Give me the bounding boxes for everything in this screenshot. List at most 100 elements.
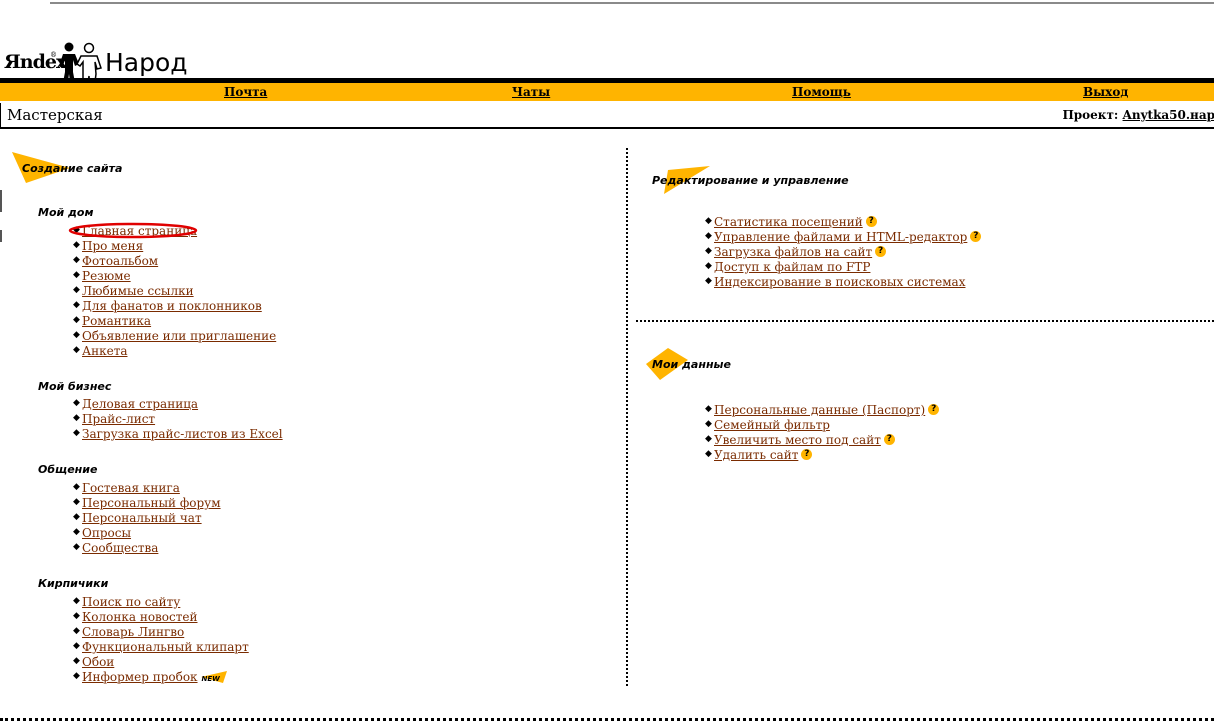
bullet-icon: ◆ [705, 261, 712, 271]
section-divider [636, 320, 1214, 322]
link-site-search[interactable]: Поиск по сайту [82, 595, 181, 609]
list-item: ◆Колонка новостей [73, 610, 249, 625]
list-item: ◆Фотоальбом [73, 254, 276, 269]
help-icon[interactable]: ? [801, 449, 813, 460]
link-main-page[interactable]: Главная страница [82, 224, 198, 238]
link-traffic-informer[interactable]: Информер пробок [82, 670, 198, 684]
header-black-band [0, 78, 1214, 83]
list-item: ◆Индексирование в поисковых системах [705, 275, 981, 290]
link-delete-site[interactable]: Удалить сайт [714, 448, 799, 462]
link-resume[interactable]: Резюме [82, 269, 131, 283]
link-excel-upload[interactable]: Загрузка прайс-листов из Excel [82, 427, 283, 441]
bullet-icon: ◆ [73, 270, 80, 280]
link-questionnaire[interactable]: Анкета [82, 344, 128, 358]
link-clipart[interactable]: Функциональный клипарт [82, 640, 249, 654]
bullet-icon: ◆ [705, 449, 712, 459]
yandex-wordmark: Яndex [4, 51, 67, 73]
page-title: Мастерская [7, 106, 103, 124]
project-info: Проект: Anytka50.нар [1062, 108, 1214, 122]
bullet-icon: ◆ [73, 527, 80, 537]
bullet-icon: ◆ [73, 285, 80, 295]
link-business-page[interactable]: Деловая страница [82, 397, 199, 411]
project-label: Проект: [1062, 108, 1119, 122]
bullet-icon: ◆ [73, 611, 80, 621]
link-family-filter[interactable]: Семейный фильтр [714, 418, 830, 432]
link-favorite-links[interactable]: Любимые ссылки [82, 284, 194, 298]
top-divider [50, 2, 1214, 4]
list-item: ◆Персональный форум [73, 496, 221, 511]
bullet-icon: ◆ [705, 404, 712, 414]
new-badge: NEW [200, 670, 227, 683]
list-item: ◆Удалить сайт? [705, 448, 939, 463]
link-announcement[interactable]: Объявление или приглашение [82, 329, 277, 343]
link-lingvo[interactable]: Словарь Лингво [82, 625, 185, 639]
help-icon[interactable]: ? [865, 216, 877, 227]
bullet-icon: ◆ [705, 216, 712, 226]
project-link[interactable]: Anytka50.нар [1122, 108, 1214, 122]
link-increase-space[interactable]: Увеличить место под сайт [714, 433, 881, 447]
link-about-me[interactable]: Про меня [82, 239, 144, 253]
link-guestbook[interactable]: Гостевая книга [82, 481, 180, 495]
bullet-icon: ◆ [73, 671, 80, 681]
bullet-icon: ◆ [73, 240, 80, 250]
my-data-links: ◆Персональные данные (Паспорт)? ◆Семейны… [705, 403, 940, 463]
bullet-icon: ◆ [73, 656, 80, 666]
help-icon[interactable]: ? [928, 404, 940, 415]
nav-mail-link[interactable]: Почта [224, 85, 268, 99]
link-visit-stats[interactable]: Статистика посещений [714, 215, 863, 229]
link-forum[interactable]: Персональный форум [82, 496, 221, 510]
group-title-my-business: Мой бизнес [38, 380, 112, 393]
help-icon[interactable]: ? [875, 246, 887, 257]
list-item: ◆Романтика [73, 314, 276, 329]
link-communities[interactable]: Сообщества [82, 541, 159, 555]
link-personal-data[interactable]: Персональные данные (Паспорт) [714, 403, 926, 417]
link-price-list[interactable]: Прайс-лист [82, 412, 156, 426]
nav-exit-link[interactable]: Выход [1083, 85, 1129, 99]
narod-wordmark: Народ [105, 48, 188, 77]
help-icon[interactable]: ? [970, 231, 982, 242]
link-file-manager[interactable]: Управление файлами и HTML-редактор [714, 230, 968, 244]
list-item: ◆Функциональный клипарт [73, 640, 249, 655]
my-home-links: ◆Главная страница ◆Про меня ◆Фотоальбом … [73, 224, 276, 359]
left-edge-mark [0, 190, 2, 212]
bullet-icon: ◆ [73, 512, 80, 522]
list-item: ◆Обои [73, 655, 249, 670]
link-photo-album[interactable]: Фотоальбом [82, 254, 159, 268]
site-creation-heading: Создание сайта [12, 152, 172, 186]
new-badge-swoosh-icon [200, 670, 227, 683]
list-item: ◆Управление файлами и HTML-редактор? [705, 230, 982, 245]
nav-chats-link[interactable]: Чаты [512, 85, 551, 99]
column-divider [626, 148, 628, 686]
link-fans[interactable]: Для фанатов и поклонников [82, 299, 262, 313]
group-title-bricks: Кирпичики [38, 577, 109, 590]
section-heading-text: Создание сайта [22, 162, 123, 175]
list-item: ◆Деловая страница [73, 397, 283, 412]
link-upload-files[interactable]: Загрузка файлов на сайт [714, 245, 873, 259]
bullet-icon: ◆ [73, 255, 80, 265]
link-ftp-access[interactable]: Доступ к файлам по FTP [714, 260, 871, 274]
edit-manage-links: ◆Статистика посещений? ◆Управление файла… [705, 215, 982, 290]
list-item: ◆Поиск по сайту [73, 595, 249, 610]
list-item: ◆Любимые ссылки [73, 284, 276, 299]
bullet-icon: ◆ [73, 497, 80, 507]
page-title-row: Мастерская Проект: Anytka50.нар [0, 103, 1214, 129]
link-chat[interactable]: Персональный чат [82, 511, 202, 525]
bullet-icon: ◆ [705, 246, 712, 256]
bullet-icon: ◆ [73, 482, 80, 492]
bullet-icon: ◆ [73, 641, 80, 651]
link-polls[interactable]: Опросы [82, 526, 132, 540]
list-item: ◆Словарь Лингво [73, 625, 249, 640]
left-edge-mark [0, 230, 2, 242]
bullet-icon: ◆ [73, 330, 80, 340]
link-search-indexing[interactable]: Индексирование в поисковых системах [714, 275, 966, 289]
link-wallpapers[interactable]: Обои [82, 655, 115, 669]
nav-help-link[interactable]: Помощь [792, 85, 851, 99]
heading-swoosh-icon [12, 152, 70, 183]
bullet-icon: ◆ [73, 542, 80, 552]
link-romance[interactable]: Романтика [82, 314, 152, 328]
bullet-icon: ◆ [73, 428, 80, 438]
section-heading-text: Мои данные [652, 358, 731, 371]
my-business-links: ◆Деловая страница ◆Прайс-лист ◆Загрузка … [73, 397, 283, 442]
help-icon[interactable]: ? [883, 434, 895, 445]
link-news-column[interactable]: Колонка новостей [82, 610, 198, 624]
